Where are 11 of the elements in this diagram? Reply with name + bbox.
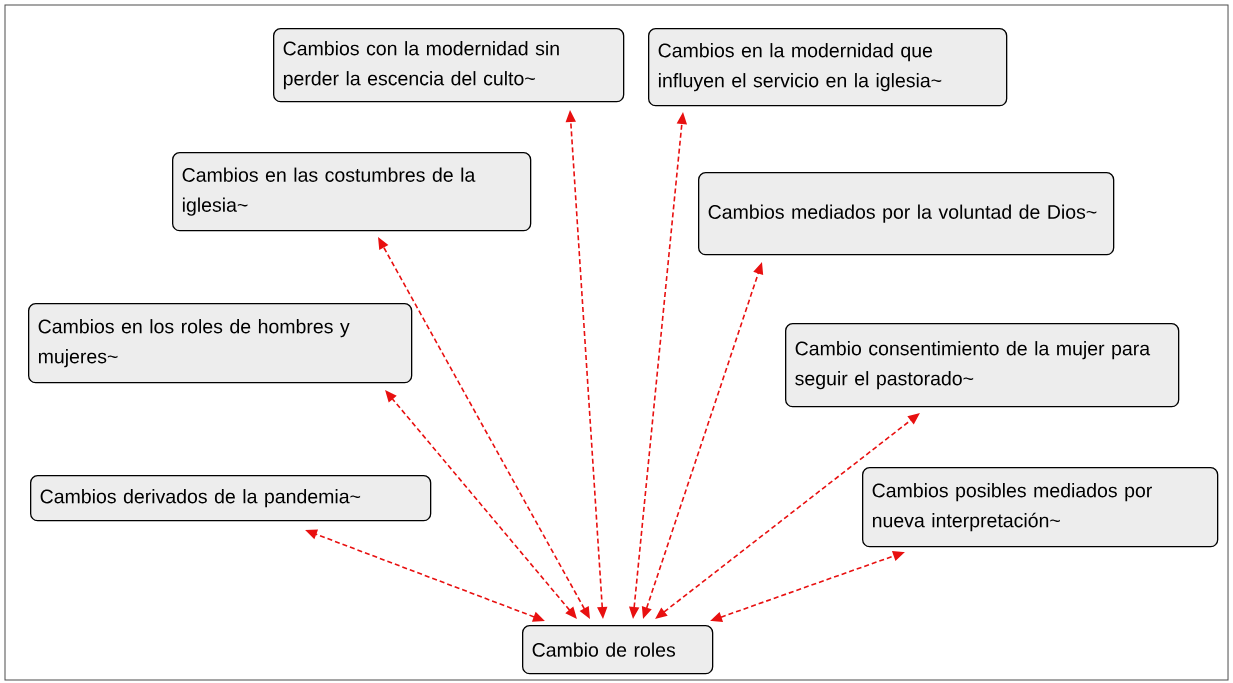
concept-box: Cambios en la modernidad que influyen el servicio en la iglesia~: [648, 28, 1008, 107]
concept-box: Cambios en los roles de hombres y mujeres~: [28, 303, 413, 384]
concept-box: Cambios derivados de la pandemia~: [30, 475, 432, 522]
concept-box: Cambio de roles: [522, 625, 714, 675]
concept-box: Cambios en las costumbres de la iglesia~: [172, 152, 532, 232]
concept-box: Cambios con la modernidad sin perder la escencia del culto~: [273, 28, 625, 103]
concept-box: Cambio consentimiento de la mujer para seguir el pastorado~: [785, 323, 1180, 408]
concept-box: Cambios posibles mediados por nueva interpretación~: [862, 467, 1219, 548]
arrow: [655, 413, 920, 619]
concept-box: Cambios mediados por la voluntad de Dios~: [698, 172, 1115, 256]
arrow: [385, 390, 577, 619]
